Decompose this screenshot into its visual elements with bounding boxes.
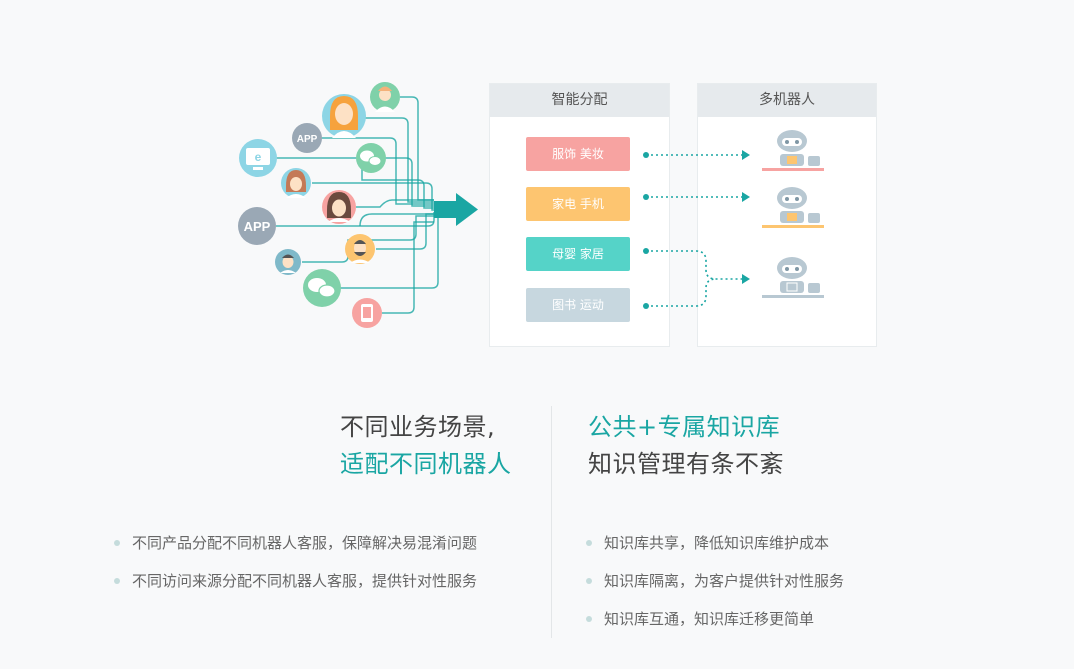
list-item: 不同产品分配不同机器人客服，保障解决易混淆问题 xyxy=(114,533,477,571)
right-feature-title-accent: 公共+专属知识库 xyxy=(588,413,781,441)
routing-lines xyxy=(272,96,439,314)
right-feature-bullets: 知识库共享，降低知识库维护成本 知识库隔离，为客户提供针对性服务 知识库互通，知… xyxy=(586,533,844,647)
list-item: 知识库共享，降低知识库维护成本 xyxy=(586,533,844,571)
list-item: 不同访问来源分配不同机器人客服，提供针对性服务 xyxy=(114,571,477,609)
avatar-woman-icon xyxy=(322,94,366,138)
left-feature-title-accent: 适配不同机器人 xyxy=(340,450,512,478)
list-item: 知识库互通，知识库迁移更简单 xyxy=(586,609,844,647)
app-badge-icon: APP xyxy=(238,207,276,245)
mobile-phone-icon xyxy=(352,298,382,328)
left-feature-title-line2: 适配不同机器人 xyxy=(340,446,512,483)
left-feature-title-line1: 不同业务场景, xyxy=(340,413,496,441)
category-appliance-phone: 家电 手机 xyxy=(526,187,630,221)
wechat-icon xyxy=(303,269,341,307)
right-feature-title-line1: 公共+专属知识库 xyxy=(588,409,780,446)
left-feature-bullets: 不同产品分配不同机器人客服，保障解决易混淆问题 不同访问来源分配不同机器人客服，… xyxy=(114,533,477,609)
avatar-woman-icon xyxy=(322,190,356,224)
svg-text:APP: APP xyxy=(297,134,318,145)
avatar-woman-icon xyxy=(281,168,311,198)
category-books-sports: 图书 运动 xyxy=(526,288,630,322)
wechat-icon xyxy=(356,143,386,173)
avatar-man-icon xyxy=(275,249,301,275)
category-baby-home: 母婴 家居 xyxy=(526,237,630,271)
right-feature-title-line2: 知识管理有条不紊 xyxy=(588,450,784,478)
section-divider xyxy=(551,406,552,638)
avatar-woman-icon xyxy=(370,82,400,112)
robots-panel-title: 多机器人 xyxy=(698,84,876,117)
list-item: 知识库隔离，为客户提供针对性服务 xyxy=(586,571,844,609)
app-badge-icon: APP xyxy=(292,123,322,153)
category-apparel-beauty: 服饰 美妆 xyxy=(526,137,630,171)
assign-panel-title: 智能分配 xyxy=(490,84,669,117)
converge-arrow-icon xyxy=(434,193,478,226)
avatar-man-icon xyxy=(345,234,375,264)
svg-text:APP: APP xyxy=(244,219,271,234)
svg-text:e: e xyxy=(255,150,262,164)
browser-ie-icon: e xyxy=(239,139,277,177)
robots-panel: 多机器人 xyxy=(697,83,877,347)
